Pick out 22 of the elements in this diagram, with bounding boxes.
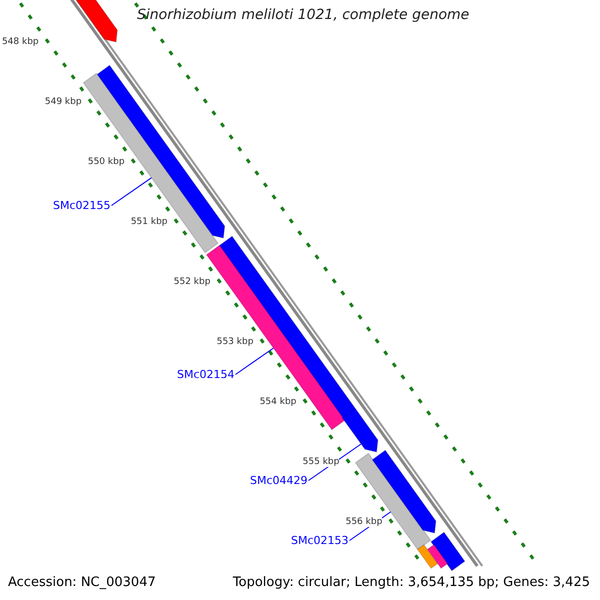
accession-text: Accession: NC_003047 [8, 575, 156, 590]
scale-tick-label: 552 kbp [174, 277, 210, 287]
map-title: Sinorhizobium meliloti 1021, complete genome [137, 7, 470, 23]
gene-label: SMc02154 [177, 368, 235, 381]
scale-tick-label: 556 kbp [346, 517, 382, 527]
gene-label: SMc04429 [250, 474, 308, 487]
scale-tick-label: 551 kbp [130, 217, 168, 227]
scale-tick-label: 548 kbp [2, 37, 39, 47]
leader-line [235, 348, 274, 375]
gene-feature [416, 544, 438, 569]
scale-tick-label: 555 kbp [302, 457, 340, 467]
leader-line [111, 177, 152, 206]
gene-feature [342, 408, 378, 453]
gene-label: SMc02153 [291, 534, 349, 547]
gene-feature [430, 532, 466, 572]
scale-tick-label: 550 kbp [88, 157, 125, 167]
scale-tick-label: 549 kbp [44, 97, 82, 107]
gene-feature [426, 544, 448, 569]
genome-stats-text: Topology: circular; Length: 3,654,135 bp; Genes: 3,425 [232, 575, 590, 590]
gene-label: SMc02155 [53, 199, 111, 212]
scale-tick-label: 554 kbp [260, 397, 296, 407]
scale-tick-label: 553 kbp [216, 337, 254, 347]
